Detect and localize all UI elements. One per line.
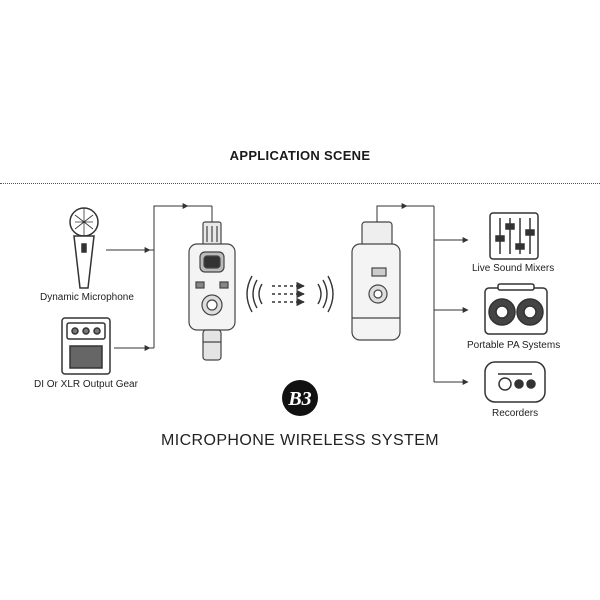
brand-logo-icon: B3: [282, 380, 318, 416]
transmitter-icon: [188, 221, 236, 361]
receiver-icon: [351, 221, 401, 341]
pedal-icon: [61, 317, 111, 375]
destination-label-mixers: Live Sound Mixers: [472, 263, 555, 274]
wireless-signal-icon: [246, 275, 334, 313]
scene-title: APPLICATION SCENE: [229, 148, 371, 163]
recorder-icon: [484, 361, 546, 403]
source-connections: [106, 203, 213, 351]
destination-label-pa: Portable PA Systems: [467, 340, 561, 351]
divider: [0, 183, 600, 184]
source-label-microphone: Dynamic Microphone: [40, 292, 134, 303]
microphone-icon: [69, 207, 99, 289]
destination-label-recorders: Recorders: [492, 408, 539, 419]
source-label-di-gear: DI Or XLR Output Gear: [34, 379, 138, 390]
mixer-icon: [489, 212, 539, 260]
speaker-icon: [484, 283, 548, 335]
destination-connections: [376, 203, 469, 385]
svg-text:B3: B3: [287, 388, 311, 410]
system-title: MICROPHONE WIRELESS SYSTEM: [161, 432, 439, 449]
